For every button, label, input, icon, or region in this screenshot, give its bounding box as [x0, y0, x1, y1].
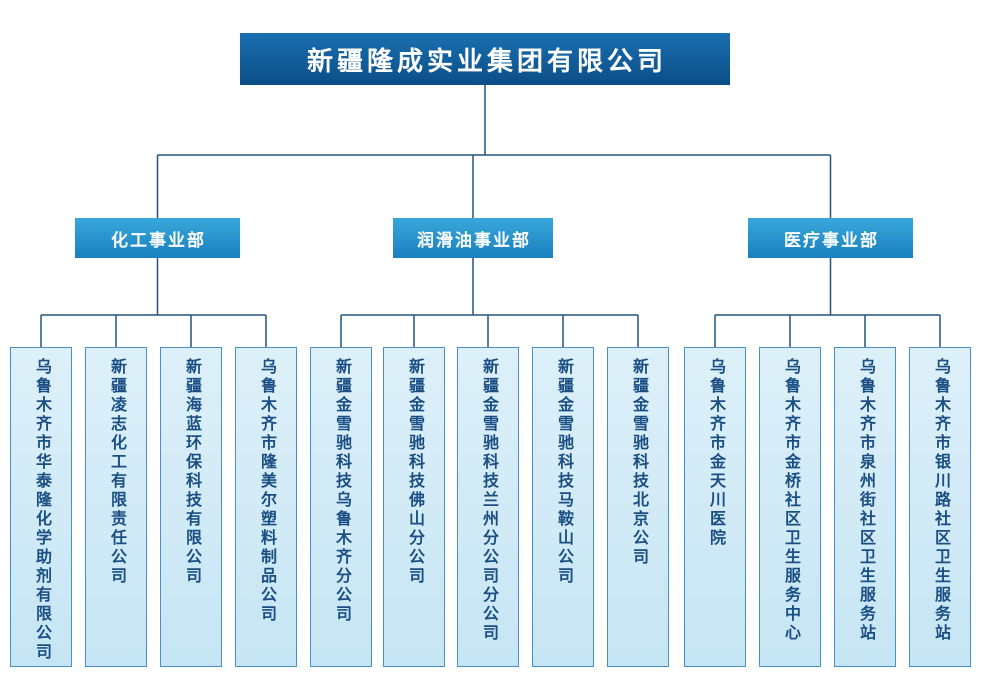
subsidiary-box: 乌鲁木齐市金天川医院 — [684, 347, 746, 667]
division-box-chemical: 化工事业部 — [75, 218, 240, 258]
subsidiary-box: 新疆海蓝环保科技有限公司 — [160, 347, 222, 667]
subsidiary-label: 新疆金雪驰科技乌鲁木齐分公司 — [333, 358, 350, 624]
subsidiary-label: 新疆金雪驰科技马鞍山公司 — [555, 358, 572, 586]
subsidiary-label: 乌鲁木齐市金天川医院 — [707, 358, 724, 548]
subsidiary-label: 乌鲁木齐市泉州街社区卫生服务站 — [857, 358, 874, 643]
subsidiary-box: 乌鲁木齐市华泰隆化学助剂有限公司 — [10, 347, 72, 667]
division-box-medical: 医疗事业部 — [748, 218, 913, 258]
subsidiary-box: 新疆金雪驰科技乌鲁木齐分公司 — [310, 347, 372, 667]
subsidiary-label: 新疆凌志化工有限责任公司 — [108, 358, 125, 586]
subsidiary-box: 新疆凌志化工有限责任公司 — [85, 347, 147, 667]
subsidiary-box: 乌鲁木齐市隆美尔塑料制品公司 — [235, 347, 297, 667]
subsidiary-label: 新疆金雪驰科技佛山分公司 — [406, 358, 423, 586]
division-label: 化工事业部 — [111, 230, 206, 250]
division-label: 润滑油事业部 — [417, 230, 531, 250]
subsidiary-box: 新疆金雪驰科技马鞍山公司 — [532, 347, 594, 667]
subsidiary-box: 新疆金雪驰科技兰州分公司分公司 — [457, 347, 519, 667]
subsidiary-box: 新疆金雪驰科技北京公司 — [607, 347, 669, 667]
subsidiary-label: 乌鲁木齐市银川路社区卫生服务站 — [932, 358, 949, 643]
company-root-box: 新疆隆成实业集团有限公司 — [240, 33, 730, 85]
subsidiary-label: 乌鲁木齐市隆美尔塑料制品公司 — [258, 358, 275, 624]
subsidiary-label: 乌鲁木齐市金桥社区卫生服务中心 — [782, 358, 799, 643]
division-label: 医疗事业部 — [784, 230, 879, 250]
subsidiary-box: 新疆金雪驰科技佛山分公司 — [383, 347, 445, 667]
subsidiary-label: 新疆海蓝环保科技有限公司 — [183, 358, 200, 586]
subsidiary-label: 新疆金雪驰科技兰州分公司分公司 — [480, 358, 497, 643]
division-box-lubricant: 润滑油事业部 — [393, 218, 553, 258]
subsidiary-label: 新疆金雪驰科技北京公司 — [630, 358, 647, 567]
subsidiary-box: 乌鲁木齐市金桥社区卫生服务中心 — [759, 347, 821, 667]
subsidiary-box: 乌鲁木齐市银川路社区卫生服务站 — [909, 347, 971, 667]
subsidiary-label: 乌鲁木齐市华泰隆化学助剂有限公司 — [33, 358, 50, 662]
subsidiary-box: 乌鲁木齐市泉州街社区卫生服务站 — [834, 347, 896, 667]
company-root-label: 新疆隆成实业集团有限公司 — [306, 45, 667, 76]
